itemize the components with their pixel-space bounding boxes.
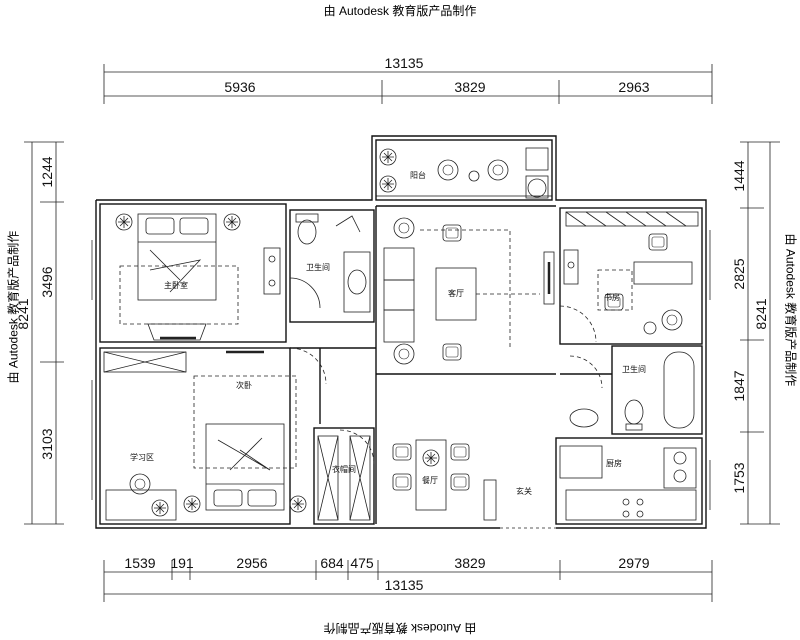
dim-top-seg-2: 3829 <box>454 79 485 95</box>
dim-left-seg-2: 3496 <box>39 266 55 297</box>
room-label-bathroom-2: 卫生间 <box>622 364 646 374</box>
dim-right-seg-3: 1847 <box>731 370 747 401</box>
dim-right-seg-4: 1753 <box>731 462 747 493</box>
room-label-study-room: 书房 <box>604 292 620 302</box>
room-label-dining-room: 餐厅 <box>422 476 438 485</box>
dim-left-seg-3: 3103 <box>39 428 55 459</box>
dim-bottom-seg-1: 1539 <box>124 555 155 571</box>
walls <box>95 135 707 529</box>
room-label-entrance: 玄关 <box>516 486 532 496</box>
windows <box>91 195 711 510</box>
dim-bottom-seg-5: 475 <box>350 555 374 571</box>
room-label-study-area: 学习区 <box>130 452 154 462</box>
dim-top-total: 13135 <box>385 55 424 71</box>
room-label-bathroom-1: 卫生间 <box>306 262 330 272</box>
dim-bottom-seg-3: 2956 <box>236 555 267 571</box>
room-label-closet: 衣帽间 <box>332 464 356 474</box>
dim-right-seg-2: 2825 <box>731 258 747 289</box>
dimension-lines <box>24 64 780 602</box>
dim-bottom-seg-6: 3829 <box>454 555 485 571</box>
dim-bottom-seg-7: 2979 <box>618 555 649 571</box>
room-label-kitchen: 厨房 <box>606 458 622 468</box>
room-label-second-bedroom: 次卧 <box>236 380 252 390</box>
dim-right-seg-1: 1444 <box>731 160 747 191</box>
dim-top-seg-1: 5936 <box>224 79 255 95</box>
dim-left-seg-1: 1244 <box>39 156 55 187</box>
dim-bottom-seg-4: 684 <box>320 555 344 571</box>
dim-right-total: 8241 <box>753 298 769 329</box>
room-label-master-bedroom: 主卧室 <box>164 280 188 290</box>
dim-bottom-total: 13135 <box>385 577 424 593</box>
furniture <box>103 147 699 529</box>
dim-top-seg-3: 2963 <box>618 79 649 95</box>
dim-bottom-seg-2: 191 <box>170 555 194 571</box>
room-label-balcony: 阳台 <box>410 170 426 180</box>
watermark-top: 由 Autodesk 教育版产品制作 <box>323 4 477 18</box>
room-label-living-room: 客厅 <box>448 288 464 298</box>
dim-left-total: 8241 <box>15 298 31 329</box>
